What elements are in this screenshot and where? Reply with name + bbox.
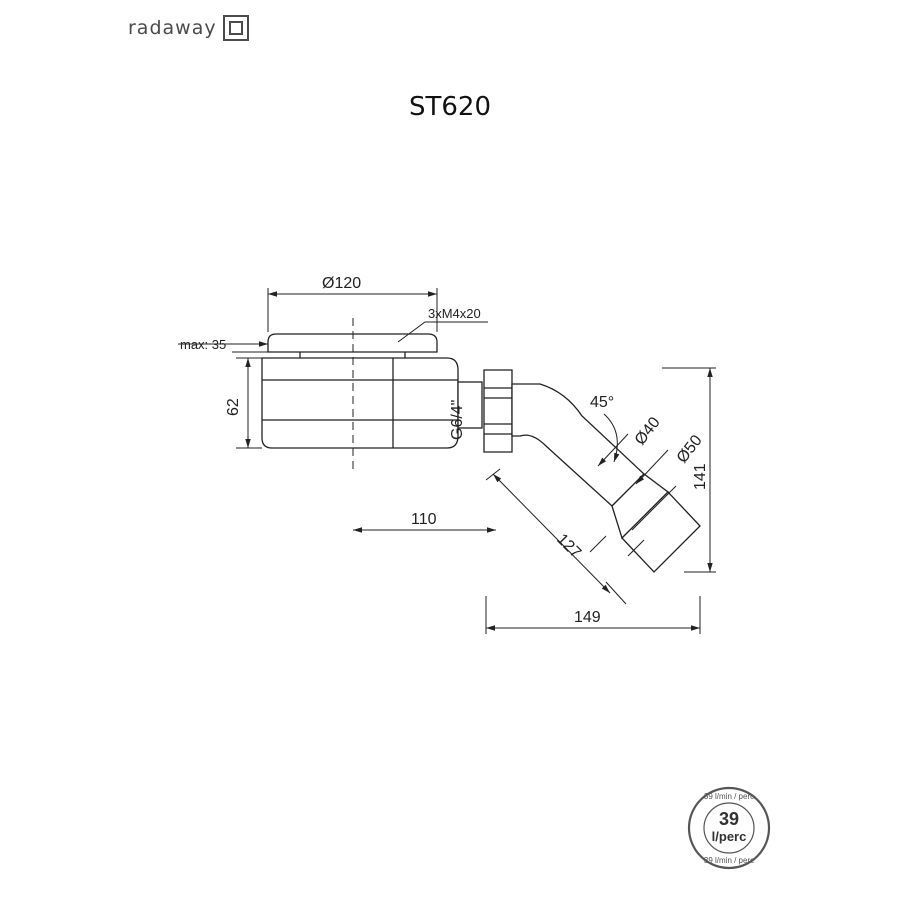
label-thread: G6/4" (449, 400, 466, 440)
label-pipe-length: 127 (553, 531, 584, 562)
label-total-height: 141 (692, 463, 709, 490)
flow-ring-top: 39 l/min / perc (704, 792, 754, 801)
flow-rate-value: 39 (719, 809, 739, 829)
label-max-height: max: 35 (180, 337, 226, 352)
flow-ring-bottom: 39 l/min / perc (704, 856, 754, 865)
label-horizontal-offset: 110 (411, 511, 437, 528)
dimension-lines (178, 288, 716, 634)
siphon-body (261, 333, 701, 573)
label-pipe-outer: Ø50 (674, 432, 706, 466)
flow-rate-unit: l/perc (712, 829, 747, 844)
square-logo-icon (222, 15, 249, 41)
dimension-labels: Ø120 3xM4x20 max: 35 62 G6/4" 45° Ø40 Ø5… (180, 275, 709, 626)
flow-rate-badge: 39 l/perc 39 l/min / perc 39 l/min / per… (687, 786, 771, 870)
brand-name: radaway (128, 17, 217, 39)
label-cover-diameter: Ø120 (322, 275, 361, 292)
label-total-width: 149 (574, 609, 601, 626)
product-title: ST620 (408, 92, 491, 122)
brand-logo: radaway (128, 11, 249, 45)
label-pipe-inner: Ø40 (632, 414, 664, 448)
label-body-height: 62 (225, 398, 242, 416)
label-angle: 45° (590, 394, 614, 411)
label-screws: 3xM4x20 (428, 306, 481, 321)
